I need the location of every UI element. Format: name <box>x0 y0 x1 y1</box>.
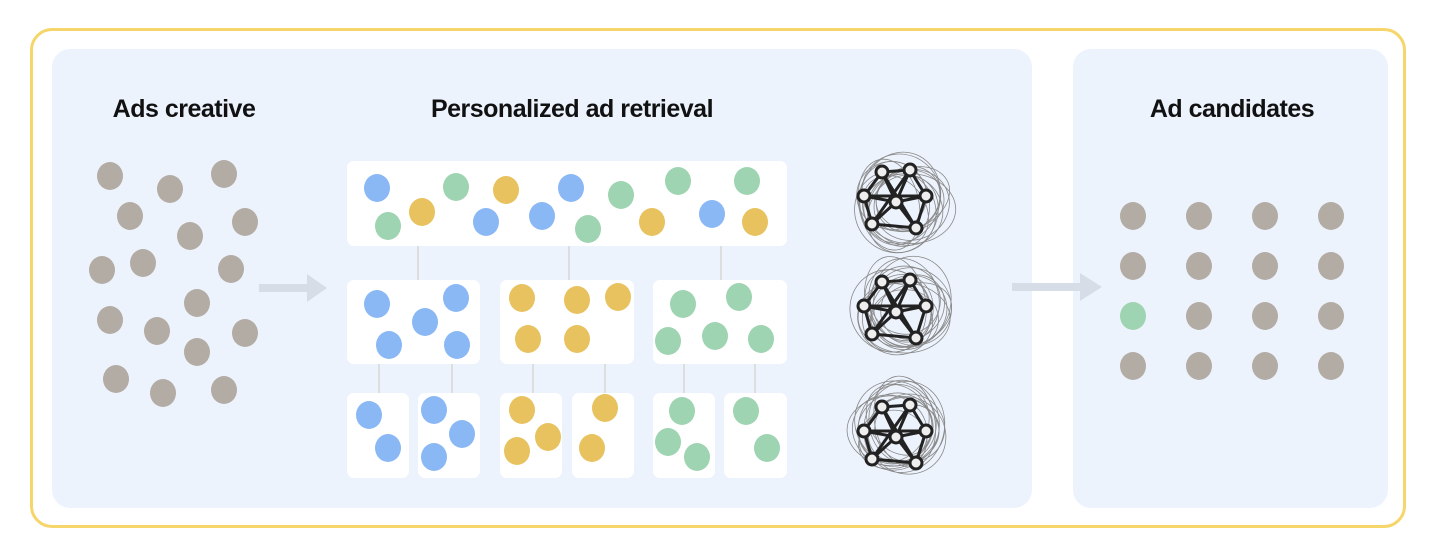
neural-network-icon <box>849 255 953 356</box>
ad-yellow-dot <box>409 198 435 226</box>
ad-gray-dot <box>1252 252 1278 280</box>
ad-green-dot <box>733 397 759 425</box>
ad-blue-dot <box>473 208 499 236</box>
ad-gray-dot <box>1318 252 1344 280</box>
ad-gray-dot <box>1120 202 1146 230</box>
tree-connector <box>378 364 380 393</box>
ad-blue-dot <box>421 396 447 424</box>
ad-gray-dot <box>1252 202 1278 230</box>
ad-yellow-dot <box>493 176 519 204</box>
ad-yellow-dot <box>509 396 535 424</box>
ad-green-dot <box>748 325 774 353</box>
ad-green-dot <box>655 428 681 456</box>
ad-gray-dot <box>1186 252 1212 280</box>
ad-blue-dot <box>529 202 555 230</box>
ad-yellow-dot <box>742 208 768 236</box>
ad-green-dot <box>684 443 710 471</box>
ad-gray-dot <box>1252 352 1278 380</box>
ad-gray-dot <box>89 256 115 284</box>
ad-yellow-dot <box>504 437 530 465</box>
ad-green-dot <box>443 173 469 201</box>
ad-green-dot <box>726 283 752 311</box>
ad-blue-dot <box>449 420 475 448</box>
ad-gray-dot <box>218 255 244 283</box>
ad-gray-dot <box>1120 252 1146 280</box>
diagram-frame <box>30 28 1406 528</box>
ad-blue-dot <box>443 284 469 312</box>
ad-gray-dot <box>232 208 258 236</box>
ad-green-dot <box>754 434 780 462</box>
tree-connector <box>604 364 606 393</box>
ad-green-dot <box>608 181 634 209</box>
ad-gray-dot <box>97 306 123 334</box>
ad-yellow-dot <box>509 284 535 312</box>
arrow-right-icon <box>259 274 327 302</box>
ad-blue-dot <box>558 174 584 202</box>
ad-blue-dot <box>356 401 382 429</box>
ad-yellow-dot <box>535 423 561 451</box>
ad-blue-dot <box>364 290 390 318</box>
ad-yellow-dot <box>515 325 541 353</box>
ad-yellow-dot <box>564 286 590 314</box>
retrieval-title: Personalized ad retrieval <box>430 95 714 123</box>
ad-green-dot <box>669 397 695 425</box>
ad-gray-dot <box>157 175 183 203</box>
ad-green-dot <box>1120 302 1146 330</box>
ad-yellow-dot <box>579 434 605 462</box>
ad-gray-dot <box>184 338 210 366</box>
ad-gray-dot <box>211 376 237 404</box>
ad-gray-dot <box>177 222 203 250</box>
ad-green-dot <box>702 322 728 350</box>
ad-blue-dot <box>699 200 725 228</box>
ad-blue-dot <box>364 174 390 202</box>
ad-blue-dot <box>376 331 402 359</box>
ad-blue-dot <box>412 308 438 336</box>
ad-gray-dot <box>130 249 156 277</box>
ad-blue-dot <box>375 434 401 462</box>
ad-green-dot <box>665 167 691 195</box>
ad-green-dot <box>375 212 401 240</box>
ad-gray-dot <box>184 289 210 317</box>
neural-network-icon <box>846 375 947 475</box>
ad-green-dot <box>575 215 601 243</box>
arrow-right-icon <box>1012 273 1102 301</box>
ad-gray-dot <box>232 319 258 347</box>
ad-gray-dot <box>1186 202 1212 230</box>
tree-connector <box>568 246 570 280</box>
ad-green-dot <box>655 327 681 355</box>
ad-gray-dot <box>1252 302 1278 330</box>
ad-gray-dot <box>1318 302 1344 330</box>
ad-green-dot <box>670 290 696 318</box>
ad-gray-dot <box>97 162 123 190</box>
ad-blue-dot <box>444 331 470 359</box>
ad-gray-dot <box>211 160 237 188</box>
ad-gray-dot <box>1120 352 1146 380</box>
tree-connector <box>417 246 419 280</box>
tree-connector <box>754 364 756 393</box>
ad-gray-dot <box>1186 302 1212 330</box>
candidates-title: Ad candidates <box>1149 95 1315 123</box>
neural-network-icon <box>854 151 957 254</box>
tree-connector <box>683 364 685 393</box>
ad-gray-dot <box>150 379 176 407</box>
ad-yellow-dot <box>592 394 618 422</box>
ad-gray-dot <box>144 317 170 345</box>
ad-yellow-dot <box>564 325 590 353</box>
ad-gray-dot <box>117 202 143 230</box>
ad-green-dot <box>734 167 760 195</box>
tree-connector <box>720 246 722 280</box>
tree-connector <box>532 364 534 393</box>
ad-gray-dot <box>1318 202 1344 230</box>
ad-gray-dot <box>1186 352 1212 380</box>
ad-yellow-dot <box>605 283 631 311</box>
ad-blue-dot <box>421 443 447 471</box>
tree-connector <box>451 364 453 393</box>
ad-gray-dot <box>103 365 129 393</box>
ad-gray-dot <box>1318 352 1344 380</box>
ad-yellow-dot <box>639 208 665 236</box>
ads-creative-title: Ads creative <box>112 95 256 123</box>
